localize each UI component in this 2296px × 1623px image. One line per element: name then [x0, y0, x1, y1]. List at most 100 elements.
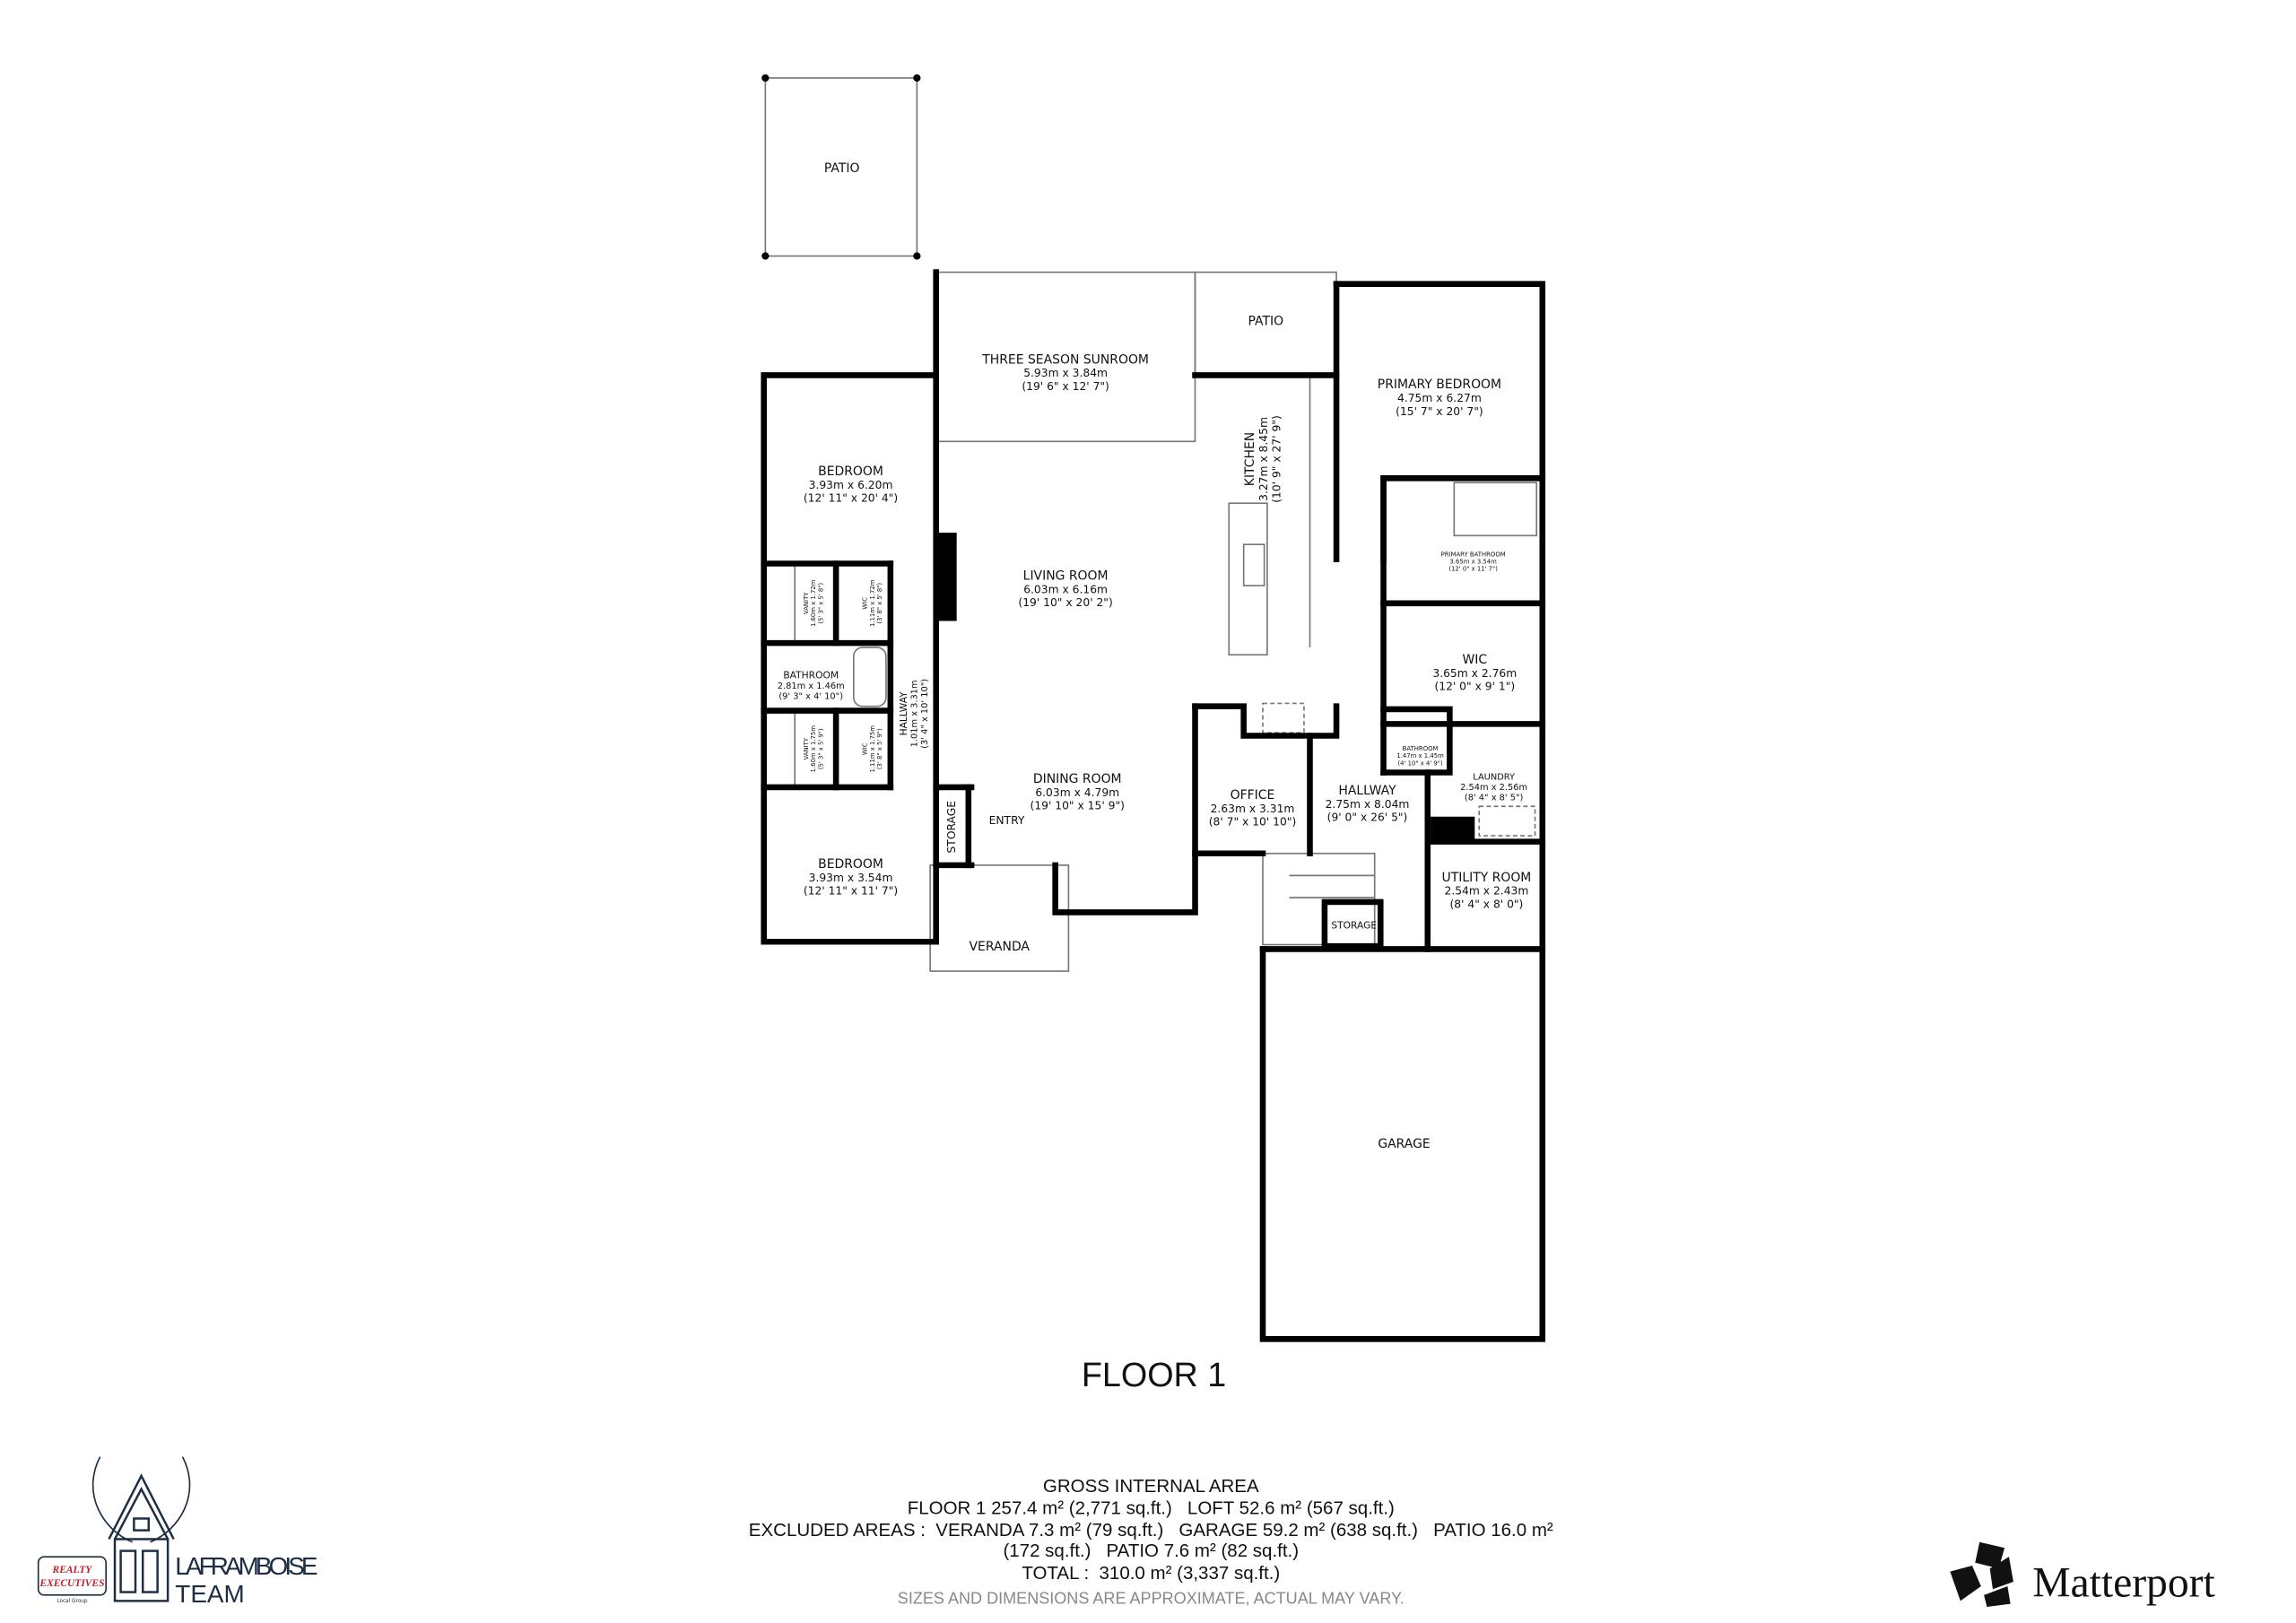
room-dimensions-imperial: (12' 11" x 20' 4")	[804, 492, 898, 505]
laframboise-team-logo: REALTY EXECUTIVES Local Group LAFRAMBOIS…	[37, 1456, 317, 1608]
room-primary-bathroom: PRIMARY BATHROOM 3.65m x 3.54m (12' 0" x…	[1441, 551, 1506, 572]
matterport-wordmark: Matterport	[2032, 1559, 2214, 1606]
room-dimensions-metric: 1.47m x 1.45m	[1396, 752, 1444, 759]
room-dimensions-imperial: (4' 10" x 4' 9")	[1398, 759, 1443, 767]
disclaimer: SIZES AND DIMENSIONS ARE APPROXIMATE, AC…	[898, 1590, 1405, 1608]
room-wic-2: WIC 1.11m x 1.75m (3' 8" x 5' 9")	[862, 725, 883, 773]
room-name: BATHROOM	[783, 669, 839, 681]
patio-top: PATIO	[761, 74, 921, 260]
room-garage: GARAGE	[1378, 1137, 1430, 1151]
room-name: HALLWAY	[1338, 784, 1396, 798]
room-dimensions-metric: 1.11m x 1.75m	[869, 725, 876, 773]
room-storage-1: STORAGE	[945, 801, 958, 854]
room-name: WIC	[862, 742, 869, 755]
house-icon	[108, 1473, 175, 1602]
room-dimensions-metric: 3.93m x 6.20m	[809, 479, 893, 491]
room-dimensions-imperial: (19' 6" x 12' 7")	[1022, 380, 1109, 393]
room-bathroom-2: BATHROOM 1.47m x 1.45m (4' 10" x 4' 9")	[1396, 745, 1444, 767]
room-patio-mid: PATIO	[1248, 315, 1283, 329]
realty-line-2: EXECUTIVES	[39, 1578, 104, 1589]
room-dimensions-metric: 2.63m x 3.31m	[1211, 803, 1295, 815]
room-office: OFFICE 2.63m x 3.31m (8' 7" x 10' 10")	[1209, 788, 1297, 829]
matterport-icon	[1950, 1541, 2013, 1607]
room-name: VANITY	[803, 592, 810, 614]
room-dimensions-metric: 2.54m x 2.43m	[1445, 885, 1529, 898]
room-dimensions-imperial: (8' 4" x 8' 5")	[1465, 794, 1523, 803]
room-laundry: LAUNDRY 2.54m x 2.56m (8' 4" x 8' 5")	[1460, 773, 1527, 803]
room-kitchen: KITCHEN 3.27m x 8.45m (10' 9" x 27' 9")	[1243, 415, 1283, 503]
room-dimensions-metric: 6.03m x 4.79m	[1035, 786, 1119, 799]
room-dimensions-imperial: (15' 7" x 20' 7")	[1396, 405, 1483, 418]
room-dimensions-imperial: (19' 10" x 20' 2")	[1018, 596, 1112, 609]
room-dimensions-imperial: (9' 3" x 4' 10")	[778, 691, 843, 701]
room-dimensions-metric: 3.65m x 3.54m	[1449, 558, 1497, 565]
realty-line-1: REALTY	[52, 1565, 93, 1575]
room-name: KITCHEN	[1243, 432, 1257, 486]
room-hallway-2: HALLWAY 2.75m x 8.04m (9' 0" x 26' 5")	[1326, 784, 1410, 824]
room-dimensions-imperial: (12' 0" x 11' 7")	[1448, 566, 1498, 573]
room-dimensions-metric: 4.75m x 6.27m	[1397, 392, 1482, 404]
room-name: UTILITY ROOM	[1442, 871, 1532, 885]
room-dimensions-imperial: (8' 7" x 10' 10")	[1209, 816, 1297, 829]
team-line-1: LAFRAMBOISE	[175, 1552, 317, 1580]
room-name: OFFICE	[1231, 788, 1275, 803]
room-dimensions-imperial: (3' 8" x 5' 8")	[876, 583, 883, 624]
area-total: TOTAL : 310.0 m² (3,337 sq.ft.)	[1022, 1563, 1280, 1584]
room-sunroom: THREE SEASON SUNROOM 5.93m x 3.84m (19' …	[981, 352, 1149, 393]
room-entry: ENTRY	[989, 814, 1025, 827]
room-name: DINING ROOM	[1033, 772, 1122, 786]
room-dimensions-metric: 3.65m x 2.76m	[1432, 667, 1517, 680]
area-summary: GROSS INTERNAL AREA FLOOR 1 257.4 m² (2,…	[749, 1476, 1553, 1608]
room-dimensions-metric: 3.27m x 8.45m	[1257, 417, 1270, 501]
realty-executives-badge	[37, 1556, 108, 1596]
room-dimensions-metric: 2.81m x 1.46m	[778, 681, 845, 691]
room-dimensions-metric: 2.75m x 8.04m	[1326, 798, 1410, 811]
room-hallway-1: HALLWAY 1.01m x 3.31m (3' 4" x 10' 10")	[898, 679, 930, 749]
room-dimensions-imperial: (19' 10" x 15' 9")	[1031, 800, 1125, 812]
room-name: WIC	[1462, 653, 1487, 667]
room-veranda: VERANDA	[970, 940, 1031, 954]
room-dimensions-imperial: (8' 4" x 8' 0")	[1449, 898, 1523, 910]
room-name: PRIMARY BATHROOM	[1441, 551, 1506, 558]
room-dimensions-imperial: (3' 8" x 5' 9")	[876, 728, 883, 769]
room-name: BEDROOM	[818, 857, 883, 872]
room-utility-room: UTILITY ROOM 2.54m x 2.43m (8' 4" x 8' 0…	[1442, 871, 1532, 911]
room-storage-2: STORAGE	[1331, 919, 1377, 931]
room-dimensions-metric: 1.01m x 3.31m	[909, 680, 919, 747]
area-line-1: FLOOR 1 257.4 m² (2,771 sq.ft.) LOFT 52.…	[908, 1498, 1395, 1519]
room-dimensions-metric: 6.03m x 6.16m	[1023, 583, 1108, 595]
room-dimensions-metric: 2.54m x 2.56m	[1460, 783, 1527, 793]
room-dimensions-metric: 1.11m x 1.72m	[869, 579, 876, 627]
room-vanity-2: VANITY 1.60m x 1.75m (5' 3" x 5' 9")	[803, 725, 824, 773]
floor-title: FLOOR 1	[1082, 1356, 1226, 1393]
room-name: WIC	[862, 597, 869, 610]
room-dimensions-metric: 5.93m x 3.84m	[1023, 367, 1108, 379]
room-vanity-1: VANITY 1.60m x 1.72m (5' 3" x 5' 8")	[803, 579, 824, 627]
area-line-2: EXCLUDED AREAS : VERANDA 7.3 m² (79 sq.f…	[749, 1520, 1553, 1541]
room-name: PRIMARY BEDROOM	[1378, 378, 1501, 392]
room-primary-bedroom: PRIMARY BEDROOM 4.75m x 6.27m (15' 7" x …	[1378, 378, 1501, 418]
room-dimensions-imperial: (12' 11" x 11' 7")	[804, 885, 898, 898]
room-dimensions-imperial: (12' 0" x 9' 1")	[1434, 681, 1515, 693]
room-dimensions-metric: 1.60m x 1.75m	[810, 725, 817, 773]
room-dimensions-imperial: (10' 9" x 27' 9")	[1271, 415, 1283, 503]
room-dimensions-metric: 3.93m x 3.54m	[809, 872, 893, 884]
room-name: PATIO	[824, 161, 860, 176]
room-name: VANITY	[803, 737, 810, 759]
room-name: BATHROOM	[1403, 745, 1439, 752]
room-dimensions-imperial: (9' 0" x 26' 5")	[1327, 812, 1408, 824]
exterior-walls	[761, 269, 1546, 1342]
area-line-3: (172 sq.ft.) PATIO 7.6 m² (82 sq.ft.)	[1003, 1541, 1299, 1561]
room-dimensions-imperial: (5' 3" x 5' 9")	[817, 728, 824, 769]
room-living-room: LIVING ROOM 6.03m x 6.16m (19' 10" x 20'…	[1018, 569, 1112, 610]
room-bedroom-2: BEDROOM 3.93m x 3.54m (12' 11" x 11' 7")	[804, 857, 898, 898]
room-name: LAUNDRY	[1473, 773, 1516, 783]
room-wic-primary: WIC 3.65m x 2.76m (12' 0" x 9' 1")	[1432, 653, 1517, 693]
room-bedroom-1: BEDROOM 3.93m x 6.20m (12' 11" x 20' 4")	[804, 464, 898, 505]
room-bathroom-1: BATHROOM 2.81m x 1.46m (9' 3" x 4' 10")	[778, 669, 845, 701]
area-heading: GROSS INTERNAL AREA	[1043, 1476, 1259, 1497]
room-wic-1: WIC 1.11m x 1.72m (3' 8" x 5' 8")	[862, 579, 883, 627]
team-line-2: TEAM	[175, 1580, 244, 1608]
room-name: THREE SEASON SUNROOM	[981, 352, 1149, 367]
